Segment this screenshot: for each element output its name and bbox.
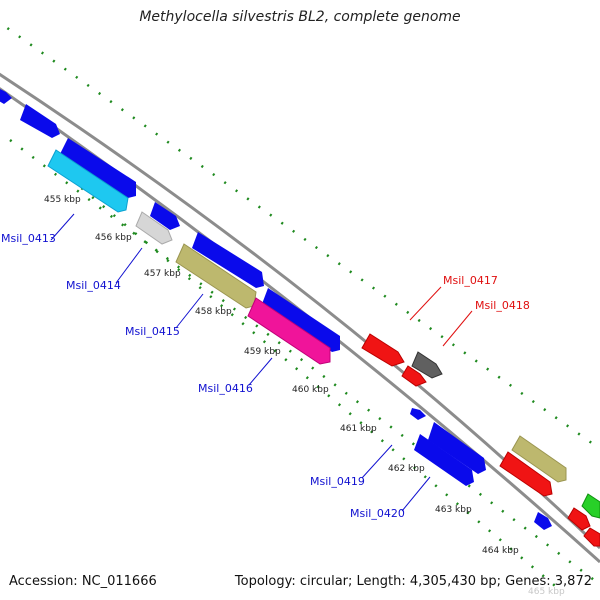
kbp-label: 459 kbp [244, 347, 281, 357]
gene-arrow-cyan[interactable] [47, 149, 129, 213]
gene-label-msil-0419[interactable]: Msil_0419 [310, 475, 365, 488]
gene-arrow-red[interactable] [583, 527, 600, 547]
gene-arrow[interactable] [428, 422, 486, 474]
gene-arrow[interactable] [192, 232, 264, 288]
kbp-label: 457 kbp [144, 269, 181, 279]
leader-line [175, 293, 204, 329]
gene-label-msil-0415[interactable]: Msil_0415 [125, 325, 180, 338]
kbp-label: 461 kbp [340, 424, 377, 434]
leader-line [409, 286, 442, 321]
gene-arrow-red[interactable] [401, 365, 427, 387]
leader-line [248, 357, 273, 386]
gene-arrow[interactable] [410, 408, 426, 420]
gene-arrow-khaki[interactable] [175, 243, 257, 309]
kbp-label: 458 kbp [195, 307, 232, 317]
gene-arrow-green[interactable] [581, 493, 600, 519]
accession-text: Accession: NC_011666 [9, 574, 157, 589]
gene-label-msil-0417[interactable]: Msil_0417 [443, 274, 498, 287]
kbp-label: 455 kbp [44, 195, 81, 205]
leader-line [361, 444, 393, 479]
gene-arrow-dark-gray[interactable] [411, 351, 443, 379]
inner-gene-row [47, 149, 600, 547]
gene-arrow-red[interactable] [361, 333, 405, 367]
gene-arrow-khaki[interactable] [511, 435, 567, 483]
gene-arrow-red[interactable] [567, 507, 591, 531]
gene-arrow[interactable] [262, 288, 340, 352]
gene-labels: Msil_0413 Msil_0414 Msil_0415 Msil_0416 … [1, 232, 530, 520]
kbp-label: 462 kbp [388, 464, 425, 474]
outer-tick-track-2 [9, 139, 600, 587]
gene-arrow[interactable] [534, 512, 552, 530]
forward-gene-row [0, 88, 552, 530]
kbp-label: 464 kbp [482, 546, 519, 556]
gene-arrow-magenta[interactable] [247, 297, 331, 365]
gene-label-msil-0418[interactable]: Msil_0418 [475, 299, 530, 312]
gene-label-msil-0414[interactable]: Msil_0414 [66, 279, 121, 292]
gene-arrow[interactable] [20, 104, 60, 138]
leader-line [442, 310, 473, 347]
gene-arrow[interactable] [60, 138, 136, 198]
gene-arrow[interactable] [150, 202, 180, 230]
gene-arrow[interactable] [414, 434, 474, 486]
map-title: Methylocella silvestris BL2, complete ge… [139, 9, 461, 25]
label-leader-lines [50, 213, 473, 512]
gene-arrow-red[interactable] [499, 451, 553, 497]
kbp-label: 465 kbp [528, 587, 565, 597]
kbp-label: 460 kbp [292, 385, 329, 395]
kbp-label: 463 kbp [435, 505, 472, 515]
gene-arrow[interactable] [0, 88, 12, 104]
leader-line [115, 247, 143, 284]
leader-line [401, 476, 431, 512]
gene-label-msil-0413[interactable]: Msil_0413 [1, 232, 56, 245]
gene-arrow-light-gray[interactable] [135, 211, 173, 245]
gene-label-msil-0420[interactable]: Msil_0420 [350, 507, 405, 520]
kbp-label: 456 kbp [95, 233, 132, 243]
kbp-tick-labels: 455 kbp 456 kbp 457 kbp 458 kbp 459 kbp … [44, 195, 565, 597]
genome-summary-text: Topology: circular; Length: 4,305,430 bp… [234, 574, 592, 589]
gene-label-msil-0416[interactable]: Msil_0416 [198, 382, 253, 395]
leader-line [50, 213, 75, 241]
